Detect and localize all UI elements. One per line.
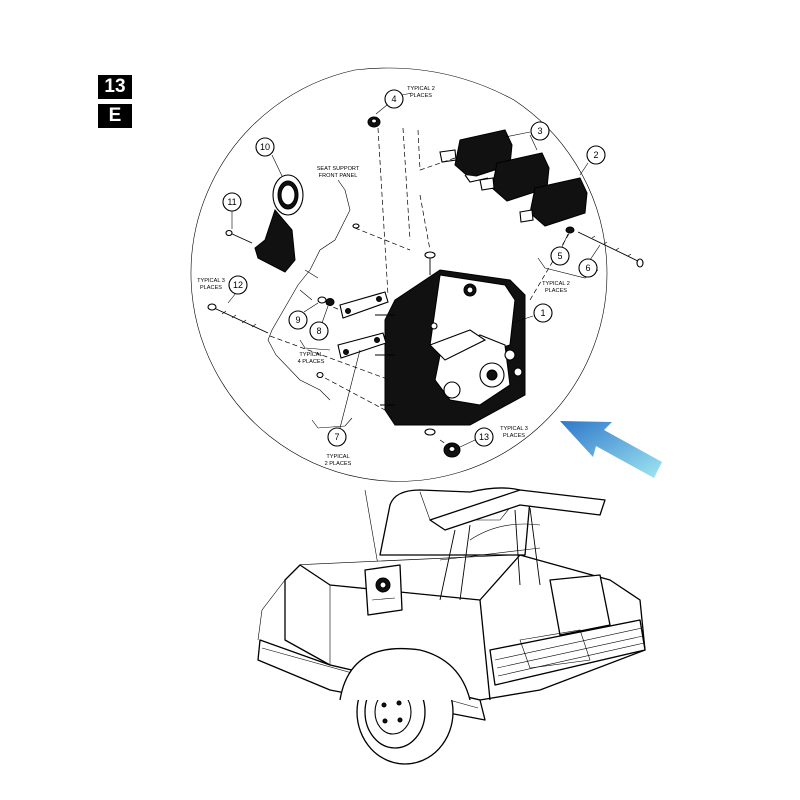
callout-10: 10 [260, 142, 270, 152]
note-typical-2-right-l2: PLACES [545, 288, 567, 294]
golf-cart [257, 487, 646, 765]
screw-6 [577, 231, 641, 263]
washer-8 [317, 296, 327, 304]
detail-leader [364, 489, 379, 566]
notes: TYPICAL 2 PLACES SEAT SUPPORT FRONT PANE… [197, 86, 570, 467]
callout-6: 6 [585, 263, 590, 273]
detail-circle [190, 67, 608, 482]
note-typical-3-left-l2: PLACES [200, 285, 222, 291]
callout-9: 9 [295, 315, 300, 325]
callout-7: 7 [334, 432, 339, 442]
note-typical-2-right-l1: TYPICAL 2 [542, 281, 570, 287]
note-typical-3-left-l1: TYPICAL 3 [197, 278, 225, 284]
note-typical-2-bottom-l2: 2 PLACES [325, 461, 352, 467]
note-typical-4-l1: TYPICAL [299, 352, 322, 358]
forward-reverse-switch [375, 251, 526, 436]
callout-3: 3 [537, 126, 542, 136]
callout-8: 8 [316, 326, 321, 336]
callout-group: 1 2 3 4 5 6 7 8 9 10 [222, 89, 606, 448]
callout-2: 2 [593, 150, 598, 160]
callout-11: 11 [227, 197, 236, 207]
note-typical-2-bottom-l1: TYPICAL [326, 454, 349, 460]
callout-13: 13 [479, 432, 489, 442]
callout-4: 4 [391, 94, 396, 104]
callout-1: 1 [540, 308, 545, 318]
washer-5 [565, 226, 575, 234]
callout-12: 12 [233, 280, 243, 290]
callout-5: 5 [557, 251, 562, 261]
note-typical-3-bottom-l1: TYPICAL 3 [500, 426, 528, 432]
note-typical-2-top-l2: PLACES [410, 93, 432, 99]
page-section-letter: E [98, 104, 132, 128]
note-typical-3-bottom-l2: PLACES [503, 433, 525, 439]
handle-assembly [225, 174, 304, 273]
micro-switch-3 [519, 177, 588, 227]
direction-arrow [560, 421, 662, 478]
page-section-number: 13 [98, 75, 132, 99]
bolt-12 [213, 307, 269, 334]
note-typical-2-top-l1: TYPICAL 2 [407, 86, 435, 92]
mount-bracket-upper [339, 291, 389, 319]
seat-support-panel [267, 189, 351, 401]
note-seat-support-l1: SEAT SUPPORT [317, 166, 360, 172]
mount-bracket-lower [337, 332, 387, 359]
note-seat-support-l2: FRONT PANEL [319, 173, 358, 179]
note-typical-4-l2: 4 PLACES [298, 359, 325, 365]
